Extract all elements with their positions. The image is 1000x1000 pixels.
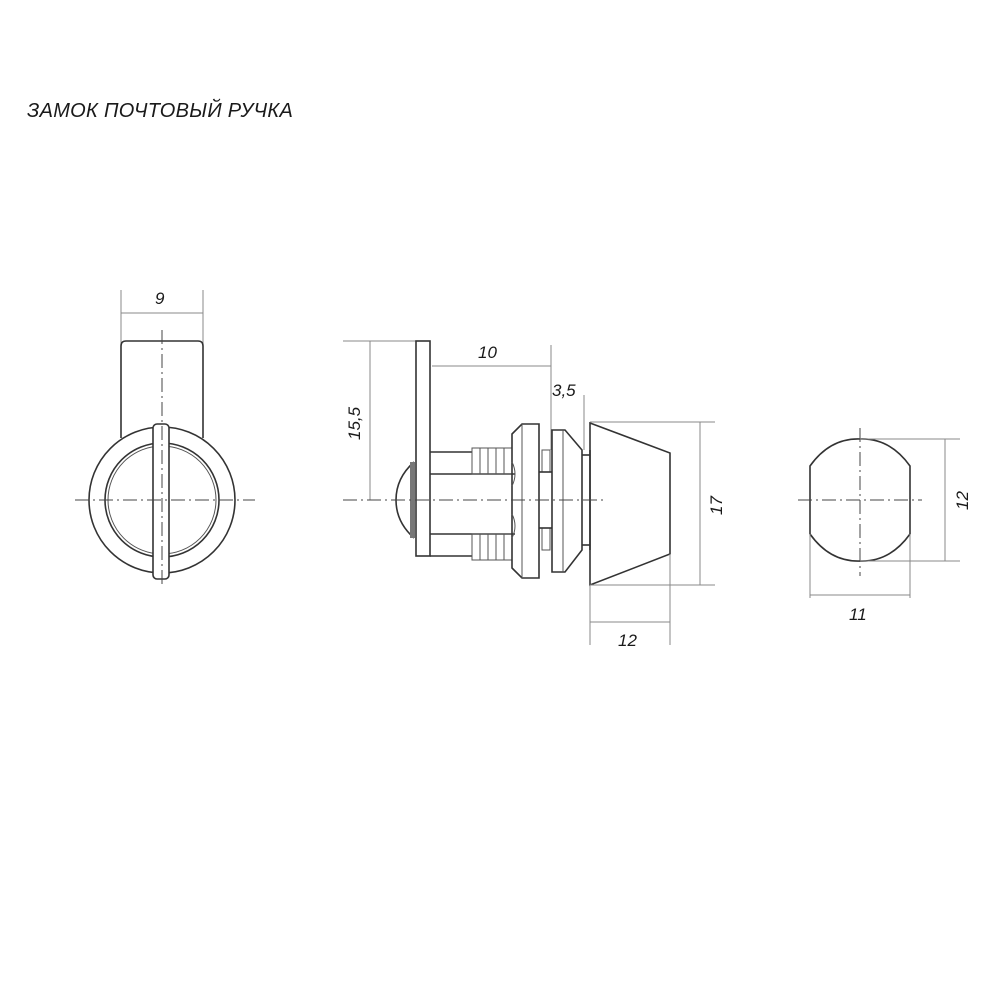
end-view: 12 11	[798, 428, 972, 624]
dim-gap: 3,5	[552, 381, 576, 400]
dim-handle-height: 17	[707, 496, 726, 515]
drawing-title: ЗАМОК ПОЧТОВЫЙ РУЧКА	[27, 100, 294, 122]
dim-height-to-axis: 15,5	[345, 406, 364, 440]
side-view: 15,5 10 3,5	[343, 340, 726, 650]
dim-end-height: 12	[953, 491, 972, 510]
dim-front-width: 9	[155, 289, 165, 308]
dim-end-width: 11	[849, 605, 867, 624]
dim-body-length: 10	[478, 343, 497, 362]
dim-handle-length: 12	[618, 631, 637, 650]
front-view: 9	[75, 289, 255, 585]
